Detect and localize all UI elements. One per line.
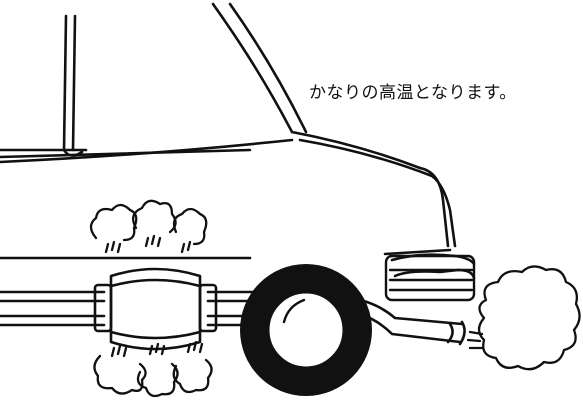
exhaust-smoke-cloud [466,265,581,371]
heat-cloud-lower [93,340,213,398]
wheel [240,264,372,396]
caption-text: かなりの高温となります。 [309,83,517,103]
catalytic-converter [93,267,218,351]
car-body [0,2,476,280]
front-bumper [384,254,476,302]
heat-cloud-upper [89,199,208,254]
